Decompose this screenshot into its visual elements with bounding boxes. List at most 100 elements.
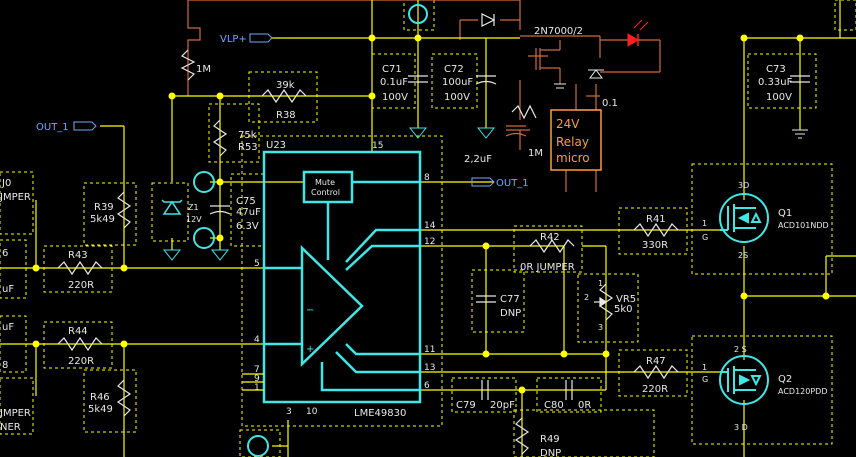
relay-line-1: 24V <box>556 117 580 131</box>
left-jumper-bottom-outline <box>0 377 34 435</box>
junction-dots <box>32 34 830 394</box>
r42-outline <box>513 225 583 273</box>
u23-pin-stubs <box>242 373 264 391</box>
q2-outline <box>691 335 833 445</box>
mute-control-block <box>302 170 354 204</box>
r49-symbol <box>514 417 530 455</box>
r41-outline <box>618 207 688 255</box>
net-vlp-label: VLP+ <box>220 34 247 45</box>
r49-ref: R49 <box>540 434 560 445</box>
r47-value: 220R <box>642 384 668 395</box>
r39-outline <box>83 182 137 246</box>
vr5-symbol <box>594 283 614 321</box>
q2-symbol <box>719 355 769 405</box>
bottom-terminal-outline <box>239 429 281 457</box>
c79-ref: C79 <box>456 400 476 411</box>
q1-pin-d: 3D <box>738 181 749 190</box>
pin-15: 15 <box>372 141 383 151</box>
r43-ref: R43 <box>68 250 88 261</box>
mute-label-2: Control <box>311 188 340 197</box>
net-flags <box>73 33 495 187</box>
r42-ref: R42 <box>540 232 560 243</box>
c80-value: 0R <box>578 400 591 411</box>
c72-outline <box>431 53 478 109</box>
q1-symbol <box>719 193 769 243</box>
c73-value: 0.33uF <box>758 77 793 88</box>
pin-10: 10 <box>306 407 318 417</box>
c79-value: 20pF <box>490 400 515 411</box>
z1-ref: Z1 <box>188 203 199 212</box>
r39-symbol <box>116 191 132 229</box>
c72-ref: C72 <box>444 64 464 75</box>
top-terminal-outline <box>403 0 435 31</box>
pin-1: 1 <box>254 383 260 393</box>
c80-outline <box>536 377 602 413</box>
c71-value: 0.1uF <box>380 77 408 88</box>
relay-wiring <box>187 0 661 192</box>
r46-ref: R46 <box>90 392 110 403</box>
r53-value: 75k <box>238 130 257 141</box>
relay-line-2: Relay <box>556 135 589 149</box>
q1-pin-g: G <box>702 233 708 242</box>
c75-ref: C75 <box>236 196 256 207</box>
led-symbol <box>627 19 649 47</box>
q1-pin-s: 2S <box>738 251 748 260</box>
u23-part: LME49830 <box>354 408 406 419</box>
left-clip-b: JMPER <box>0 192 31 203</box>
r49-outline <box>513 409 655 457</box>
u23-outline <box>241 135 443 427</box>
c72-value: 100uF <box>442 77 473 88</box>
c-2u2-label: 2,2uF <box>464 154 492 165</box>
pin-13: 13 <box>424 363 435 373</box>
svg-text:+: + <box>306 344 314 355</box>
q2-pin-num: 1 <box>702 363 707 372</box>
left-clip-c: 6 <box>2 248 8 259</box>
c75-value: 47uF <box>236 207 261 218</box>
ground-triangles <box>162 127 496 261</box>
u23-body <box>262 150 422 404</box>
q1-pin-num: 1 <box>702 219 707 228</box>
relay-diode-symbol <box>481 13 496 27</box>
left-clip-g: JMPER <box>0 408 31 419</box>
ground-symbols <box>554 83 808 139</box>
right-edge-outline <box>834 0 856 31</box>
q2-part: ACD120PDD <box>778 387 828 396</box>
c71-ref: C71 <box>382 64 402 75</box>
r47-ref: R47 <box>646 356 666 367</box>
q2-ref: Q2 <box>778 374 792 385</box>
relay-capacitor <box>505 125 527 137</box>
r38-outline <box>248 71 318 123</box>
vr5-value: 5k0 <box>614 304 633 315</box>
r41-value: 330R <box>642 240 668 251</box>
c73-ref: C73 <box>766 64 786 75</box>
r39-ref: R39 <box>94 202 114 213</box>
terminal-points <box>193 4 428 457</box>
pin-12: 12 <box>424 237 435 247</box>
r1m-symbol <box>180 49 196 81</box>
c77-value: DNP <box>500 308 521 319</box>
u23-ref: U23 <box>266 140 286 151</box>
c77-ref: C77 <box>500 294 520 305</box>
pin-5: 5 <box>254 259 260 269</box>
r46-outline <box>83 369 137 433</box>
net-out1-left-label: OUT_1 <box>36 122 69 133</box>
svg-text:−: − <box>306 305 314 316</box>
r42-symbol <box>529 238 575 254</box>
vr5-outline <box>577 273 639 343</box>
pin-11: 11 <box>424 345 435 355</box>
r44-ref: R44 <box>68 326 88 337</box>
z1-outline <box>151 182 189 242</box>
r-1m-top-label: 1M <box>196 64 211 75</box>
r46-symbol <box>116 379 132 417</box>
left-clip-h: NER <box>0 422 21 433</box>
r38-ref: R38 <box>276 110 296 121</box>
r53-ref: R53 <box>238 142 258 153</box>
left-clip-f: 8 <box>2 360 8 371</box>
vr5-pin-3: 3 <box>598 323 603 332</box>
r44-outline <box>43 321 113 369</box>
pin-14: 14 <box>424 221 436 231</box>
q2-pin-g: G <box>702 375 708 384</box>
